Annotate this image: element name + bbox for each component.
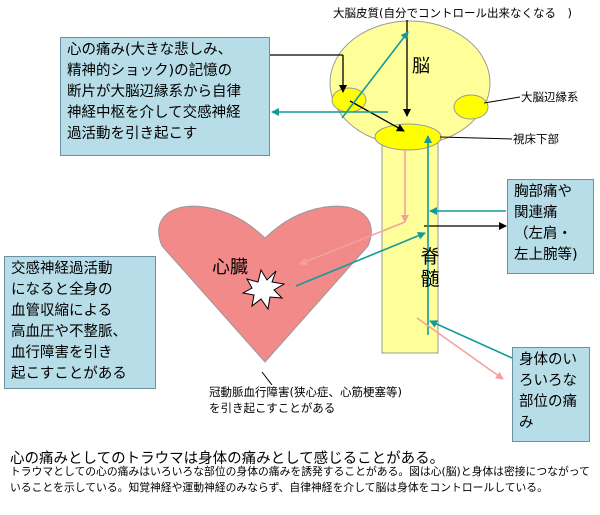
chest-pain-box: 胸部痛や 関連痛 （左肩・ 左上腕等) [507,179,594,274]
sympathetic-box: 交感神経過活動 になると全身の 血管収縮による 高血圧や不整脈、 血行障害を引き… [4,256,156,389]
heart-burst-icon [241,268,286,311]
body-pain-line-4: み [519,415,534,431]
sympathetic-line-4: 高血圧や不整脈、 [11,324,127,340]
memory-line-2: 精神的ショック)の記憶の [67,63,233,79]
memory-line-1: 心の痛み(大きな悲しみ、 [67,42,233,58]
sympathetic-line-3: 血管収縮による [11,303,113,319]
chest-line-3: （左肩・ [514,226,572,242]
arrow-limbic-to-hypothalamus [349,100,405,132]
memory-line-4: 神経中枢を介して交感神経 [67,105,241,121]
hypothalamus-shape [374,123,442,151]
pointer-coronary [261,371,273,386]
hypothalamus-label: 視床下部 [513,132,559,146]
limbic-label: 大脳辺縁系 [521,90,579,104]
memory-box: 心の痛み(大きな悲しみ、 精神的ショック)の記憶の 断片が大脳辺縁系から自律 神… [60,37,270,156]
caption-title: 心の痛みとしてのトラウマは身体の痛みとして感じることがある。 [10,451,445,467]
chest-line-1: 胸部痛や [514,184,572,200]
memory-line-5: 過活動を引き起こす [67,126,198,142]
spinal-cord-label-2: 髄 [420,268,440,290]
arrow-teal-brain-up [341,31,409,119]
arrow-pink-spine-to-body [416,317,504,380]
limbic-shape-right [453,94,489,120]
sympathetic-line-5: 血行障害を引き [11,345,113,361]
body-pain-line-3: 部位の痛 [519,394,577,410]
coronary-label-line-1: 冠動脈血行障害(狭心症、心筋梗塞等) [209,385,402,399]
chest-line-2: 関連痛 [514,205,558,221]
sympathetic-line-2: になると全身の [11,282,113,298]
spinal-cord-label-1: 脊 [420,246,440,268]
heart-label: 心臓 [212,257,248,278]
body-pain-box: 身体のい ろいろな 部位の痛 み [512,347,590,442]
body-pain-line-1: 身体のい [519,352,577,368]
sympathetic-line-6: 起こすことがある [11,366,127,382]
memory-line-3: 断片が大脳辺縁系から自律 [67,84,241,100]
pointer-limbic [483,96,521,104]
chest-line-4: 左上腕等) [514,247,578,263]
brain-label: 脳 [412,56,430,77]
arrow-teal-heart-to-spine [295,231,426,287]
body-pain-line-2: ろいろな [519,373,577,389]
sympathetic-line-1: 交感神経過活動 [11,261,113,277]
arrow-teal-body-to-spine [429,320,513,359]
cortex-label: 大脳皮質(自分でコントロール出来なくなる ) [333,6,572,20]
coronary-label-line-2: を引き起こすことがある [209,401,336,415]
pointer-hypothalamus [439,136,513,140]
arrow-pink-spine-to-heart [299,221,406,266]
spinal-cord-shape [381,127,439,354]
caption-body: トラウマとしての心の痛みはいろいろな部位の身体の痛みを誘発することがある。図は心… [10,465,590,494]
